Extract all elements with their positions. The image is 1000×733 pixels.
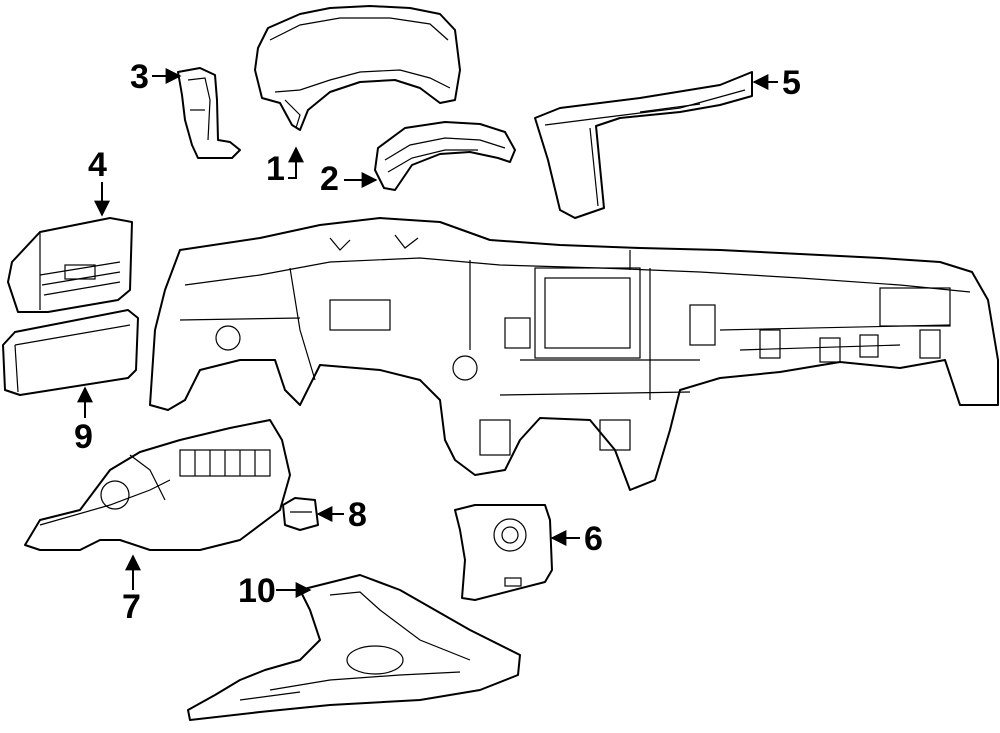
callout-label-5: 5 bbox=[782, 64, 801, 102]
part-8-switch bbox=[282, 497, 319, 531]
callout-label-6: 6 bbox=[584, 520, 603, 558]
callout-8: 8 bbox=[316, 496, 367, 534]
callout-3: 3 bbox=[130, 58, 182, 96]
callout-2: 2 bbox=[320, 160, 378, 198]
callout-label-7: 7 bbox=[122, 588, 141, 626]
callout-7: 7 bbox=[122, 554, 141, 626]
part-7-console-bezel bbox=[24, 419, 291, 551]
callout-9: 9 bbox=[74, 386, 93, 456]
part-3-bracket bbox=[177, 67, 241, 159]
part-9-lower-trim bbox=[2, 309, 139, 396]
part-5-side-trim bbox=[534, 71, 753, 219]
callout-5: 5 bbox=[752, 64, 801, 102]
callout-label-9: 9 bbox=[74, 418, 93, 456]
callout-label-2: 2 bbox=[320, 160, 339, 198]
callout-label-4: 4 bbox=[88, 146, 107, 184]
callout-label-10: 10 bbox=[238, 572, 276, 610]
callout-10: 10 bbox=[238, 572, 312, 610]
part-10-lower-support bbox=[187, 574, 521, 721]
dashboard-frame bbox=[149, 217, 999, 491]
callout-label-3: 3 bbox=[130, 58, 149, 96]
callout-1: 1 bbox=[266, 146, 304, 188]
callout-4: 4 bbox=[88, 146, 110, 217]
callout-label-8: 8 bbox=[348, 496, 367, 534]
part-4-air-vent bbox=[7, 217, 133, 313]
part-1-cluster-bezel bbox=[254, 5, 461, 131]
part-6-column-cover bbox=[454, 504, 553, 601]
callout-label-1: 1 bbox=[266, 150, 285, 188]
part-2-cluster-trim bbox=[374, 121, 516, 191]
callout-6: 6 bbox=[550, 520, 603, 558]
